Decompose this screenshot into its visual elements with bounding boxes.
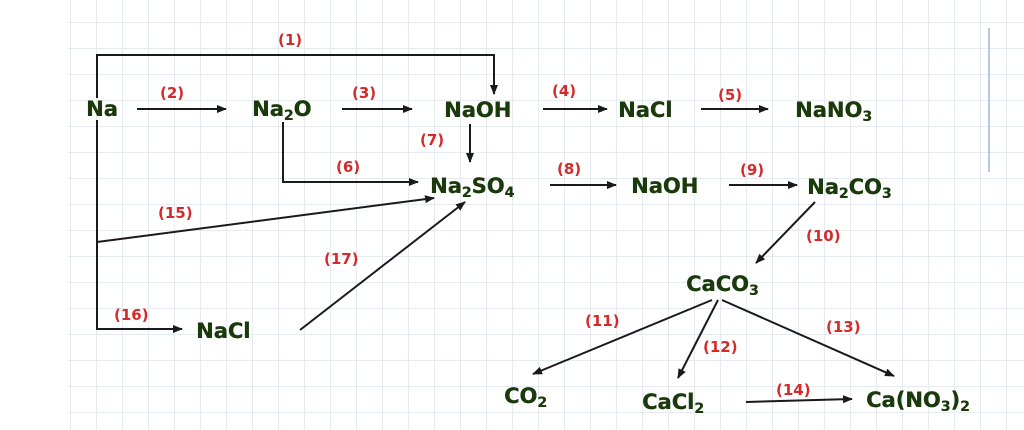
reaction-label-11: (11) <box>585 312 620 330</box>
compound-cacl2: CaCl2 <box>642 390 704 417</box>
compound-nacl-bottom: NaCl <box>196 319 251 343</box>
reaction-label-7: (7) <box>420 131 445 149</box>
compound-co2: CO2 <box>504 384 548 411</box>
reaction-label-6: (6) <box>336 158 361 176</box>
arrow-reaction-17 <box>299 201 466 331</box>
page-edge-line <box>988 28 990 172</box>
compound-na: Na <box>86 97 118 121</box>
compound-naoh-mid: NaOH <box>631 174 699 198</box>
compound-na2o: Na2O <box>252 97 312 124</box>
compound-na2so4: Na2SO4 <box>430 174 515 201</box>
arrow-reaction-6 <box>282 122 419 186</box>
compound-ca-no3-2: Ca(NO3)2 <box>866 388 970 415</box>
reaction-label-4: (4) <box>552 82 577 100</box>
reaction-label-1: (1) <box>278 31 303 49</box>
arrow-reaction-11 <box>532 299 713 375</box>
arrow-reaction-14 <box>745 395 853 404</box>
reaction-label-8: (8) <box>557 160 582 178</box>
arrow-reaction-16 <box>96 242 183 333</box>
reaction-label-17: (16) <box>114 306 149 324</box>
reaction-label-10: (10) <box>806 227 841 245</box>
reaction-label-9: (9) <box>740 161 765 179</box>
arrow-reaction-1 <box>96 54 498 98</box>
reaction-label-13: (13) <box>826 318 861 336</box>
arrow-reaction-13 <box>721 299 895 377</box>
compound-nacl-top: NaCl <box>618 98 673 122</box>
reaction-label-2: (2) <box>160 84 185 102</box>
compound-naoh-top: NaOH <box>444 98 512 122</box>
compound-na2co3: Na2CO3 <box>807 175 892 202</box>
compound-nano3: NaNO3 <box>795 98 872 125</box>
arrow-reaction-12 <box>677 299 719 379</box>
arrow-reaction-10 <box>755 201 816 264</box>
reaction-label-15: (15) <box>158 204 193 222</box>
reaction-label-14: (14) <box>776 381 811 399</box>
reaction-label-16: (17) <box>324 250 359 268</box>
reaction-label-3: (3) <box>352 84 377 102</box>
reaction-label-12: (12) <box>703 338 738 356</box>
reaction-label-5: (5) <box>718 86 743 104</box>
compound-caco3: CaCO3 <box>686 272 759 299</box>
